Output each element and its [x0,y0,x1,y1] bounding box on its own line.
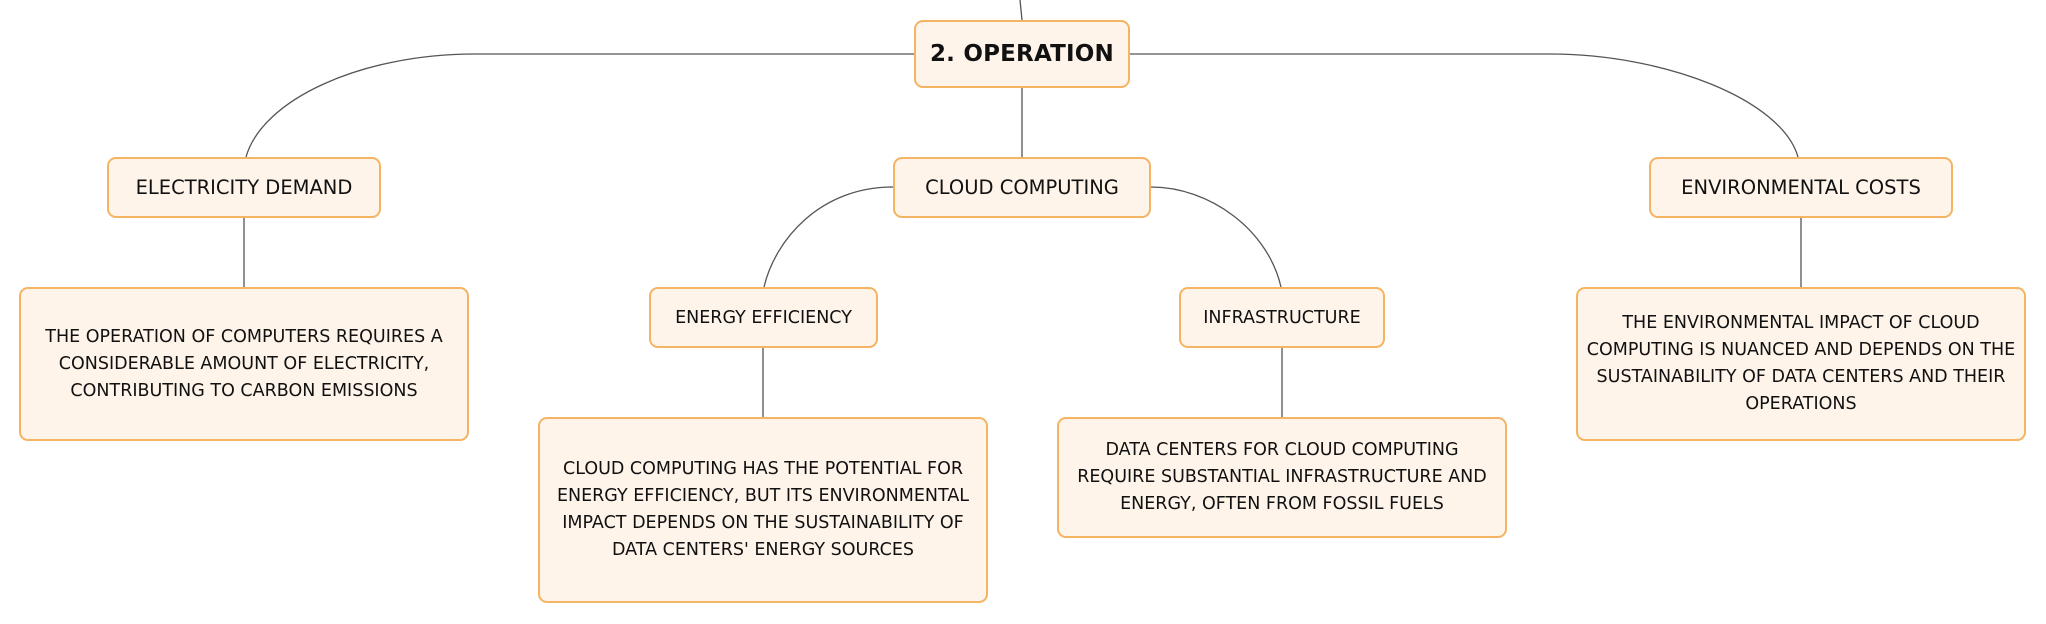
connector-root-environmental-costs [1130,53,1799,158]
node-environmental-costs-detail[interactable]: THE ENVIRONMENTAL IMPACT OF CLOUD COMPUT… [1576,287,2026,441]
node-environmental-costs[interactable]: ENVIRONMENTAL COSTS [1649,157,1953,218]
node-infrastructure-detail[interactable]: DATA CENTERS FOR CLOUD COMPUTING REQUIRE… [1057,417,1507,538]
node-electricity-demand-label: ELECTRICITY DEMAND [135,176,353,199]
node-cloud-computing-label: CLOUD COMPUTING [925,176,1119,199]
connector-root-electricity-demand [245,53,914,158]
node-electricity-demand-detail-text: THE OPERATION OF COMPUTERS REQUIRES A CO… [45,326,443,401]
node-infrastructure-label: INFRASTRUCTURE [1203,307,1361,328]
node-environmental-costs-detail-text: THE ENVIRONMENTAL IMPACT OF CLOUD COMPUT… [1586,313,2016,414]
node-environmental-costs-label: ENVIRONMENTAL COSTS [1681,176,1921,199]
node-infrastructure-detail-text: DATA CENTERS FOR CLOUD COMPUTING REQUIRE… [1077,440,1487,514]
connector-incoming-root [1019,0,1023,21]
node-cloud-computing[interactable]: CLOUD COMPUTING [893,157,1151,218]
node-energy-efficiency-label: ENERGY EFFICIENCY [675,307,852,328]
node-energy-efficiency-detail-text: CLOUD COMPUTING HAS THE POTENTIAL FOR EN… [556,459,970,560]
connector-cloud-computing-energy-efficiency [763,186,894,288]
node-electricity-demand[interactable]: ELECTRICITY DEMAND [107,157,381,218]
node-infrastructure[interactable]: INFRASTRUCTURE [1179,287,1385,348]
root-node[interactable]: 2. OPERATION [914,20,1130,88]
root-node-label: 2. OPERATION [929,41,1115,67]
node-energy-efficiency[interactable]: ENERGY EFFICIENCY [649,287,878,348]
node-energy-efficiency-detail[interactable]: CLOUD COMPUTING HAS THE POTENTIAL FOR EN… [538,417,988,603]
connector-cloud-computing-infrastructure [1150,186,1282,288]
node-electricity-demand-detail[interactable]: THE OPERATION OF COMPUTERS REQUIRES A CO… [19,287,469,441]
